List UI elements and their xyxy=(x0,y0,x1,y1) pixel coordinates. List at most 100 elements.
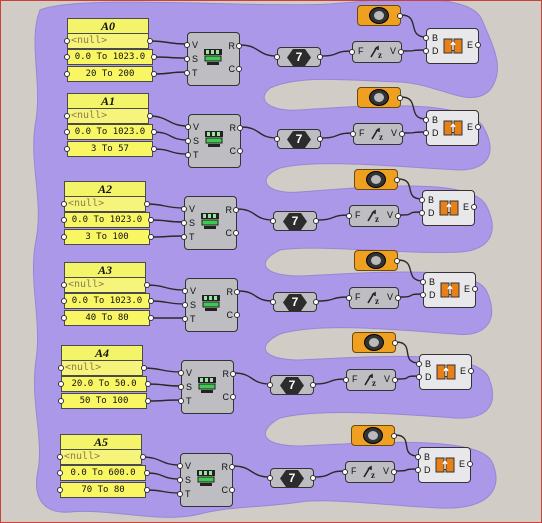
range-output-port[interactable] xyxy=(237,148,243,154)
panel-output-port[interactable] xyxy=(147,38,153,44)
panel-output-port[interactable] xyxy=(148,298,154,304)
color-swatch-component[interactable] xyxy=(357,5,403,26)
panel-input-port[interactable] xyxy=(64,38,70,44)
range-output-port[interactable] xyxy=(237,125,243,131)
output-output-port[interactable] xyxy=(475,124,481,130)
domain-range-value[interactable]: 0.0 To 1023.0 xyxy=(64,212,150,228)
target-range-value[interactable]: 3 To 100 xyxy=(64,229,150,245)
number-output-port[interactable] xyxy=(317,54,323,60)
panel-null-field[interactable]: <null> xyxy=(67,108,149,124)
panel-null-field[interactable]: <null> xyxy=(60,449,142,465)
panel-input-port[interactable] xyxy=(58,365,64,371)
panel-input-port[interactable] xyxy=(61,282,67,288)
output-input-port[interactable] xyxy=(420,279,426,285)
range-output-port[interactable] xyxy=(236,66,242,72)
range-input-port[interactable] xyxy=(184,56,190,62)
target-range-value[interactable]: 20 To 200 xyxy=(67,66,153,82)
target-range-value[interactable]: 3 To 57 xyxy=(67,141,153,157)
panel-input-port[interactable] xyxy=(58,398,64,404)
orange-output-port[interactable] xyxy=(394,258,400,264)
number-output-port[interactable] xyxy=(317,136,323,142)
panel-input-port[interactable] xyxy=(64,54,70,60)
output-input-port[interactable] xyxy=(423,48,429,54)
color-swatch-component[interactable] xyxy=(351,425,397,446)
panel-null-field[interactable]: <null> xyxy=(64,196,146,212)
panel-null-field[interactable]: <null> xyxy=(61,360,143,376)
panel-output-port[interactable] xyxy=(151,129,157,135)
output-input-port[interactable] xyxy=(415,467,421,473)
orange-output-port[interactable] xyxy=(397,95,403,101)
domain-range-value[interactable]: 0.0 To 1023.0 xyxy=(67,49,153,65)
range-input-port[interactable] xyxy=(185,138,191,144)
panel-output-port[interactable] xyxy=(145,381,151,387)
remap-output-port[interactable] xyxy=(395,295,401,301)
output-input-port[interactable] xyxy=(423,35,429,41)
panel-output-port[interactable] xyxy=(148,217,154,223)
number-output-port[interactable] xyxy=(313,218,319,224)
color-swatch-component[interactable] xyxy=(354,250,400,271)
number-input-port[interactable] xyxy=(267,475,273,481)
output-input-port[interactable] xyxy=(423,117,429,123)
number-parameter[interactable]: 7 xyxy=(267,375,316,395)
range-input-port[interactable] xyxy=(182,302,188,308)
output-output-port[interactable] xyxy=(471,204,477,210)
panel-input-port[interactable] xyxy=(61,217,67,223)
range-output-port[interactable] xyxy=(234,312,240,318)
range-input-port[interactable] xyxy=(184,42,190,48)
range-input-port[interactable] xyxy=(184,70,190,76)
number-output-port[interactable] xyxy=(313,299,319,305)
color-swatch-component[interactable] xyxy=(357,87,403,108)
remap-output-port[interactable] xyxy=(392,377,398,383)
range-output-port[interactable] xyxy=(234,289,240,295)
output-input-port[interactable] xyxy=(416,361,422,367)
panel-output-port[interactable] xyxy=(148,234,154,240)
panel-output-port[interactable] xyxy=(141,365,147,371)
panel-input-port[interactable] xyxy=(61,234,67,240)
remap-output-port[interactable] xyxy=(399,131,405,137)
range-input-port[interactable] xyxy=(177,463,183,469)
panel-input-port[interactable] xyxy=(57,487,63,493)
range-output-port[interactable] xyxy=(233,230,239,236)
panel-null-field[interactable]: <null> xyxy=(67,33,149,49)
remap-input-port[interactable] xyxy=(349,49,355,55)
remap-output-port[interactable] xyxy=(395,213,401,219)
panel-null-field[interactable]: <null> xyxy=(64,277,146,293)
panel-output-port[interactable] xyxy=(144,201,150,207)
domain-range-value[interactable]: 20.0 To 50.0 xyxy=(61,376,147,392)
range-input-port[interactable] xyxy=(182,316,188,322)
panel-output-port[interactable] xyxy=(148,315,154,321)
range-input-port[interactable] xyxy=(177,477,183,483)
panel-input-port[interactable] xyxy=(64,146,70,152)
range-output-port[interactable] xyxy=(230,371,236,377)
number-input-port[interactable] xyxy=(270,299,276,305)
panel-input-port[interactable] xyxy=(57,454,63,460)
target-range-value[interactable]: 70 To 80 xyxy=(60,482,146,498)
orange-output-port[interactable] xyxy=(397,13,403,19)
panel-input-port[interactable] xyxy=(64,113,70,119)
output-output-port[interactable] xyxy=(467,461,473,467)
target-range-value[interactable]: 50 To 100 xyxy=(61,393,147,409)
number-output-port[interactable] xyxy=(310,382,316,388)
number-parameter[interactable]: 7 xyxy=(270,292,319,312)
output-input-port[interactable] xyxy=(423,130,429,136)
range-output-port[interactable] xyxy=(229,464,235,470)
range-input-port[interactable] xyxy=(185,152,191,158)
number-parameter[interactable]: 7 xyxy=(274,47,323,67)
panel-output-port[interactable] xyxy=(147,113,153,119)
output-input-port[interactable] xyxy=(415,454,421,460)
panel-output-port[interactable] xyxy=(151,146,157,152)
remap-input-port[interactable] xyxy=(342,469,348,475)
remap-output-port[interactable] xyxy=(391,469,397,475)
